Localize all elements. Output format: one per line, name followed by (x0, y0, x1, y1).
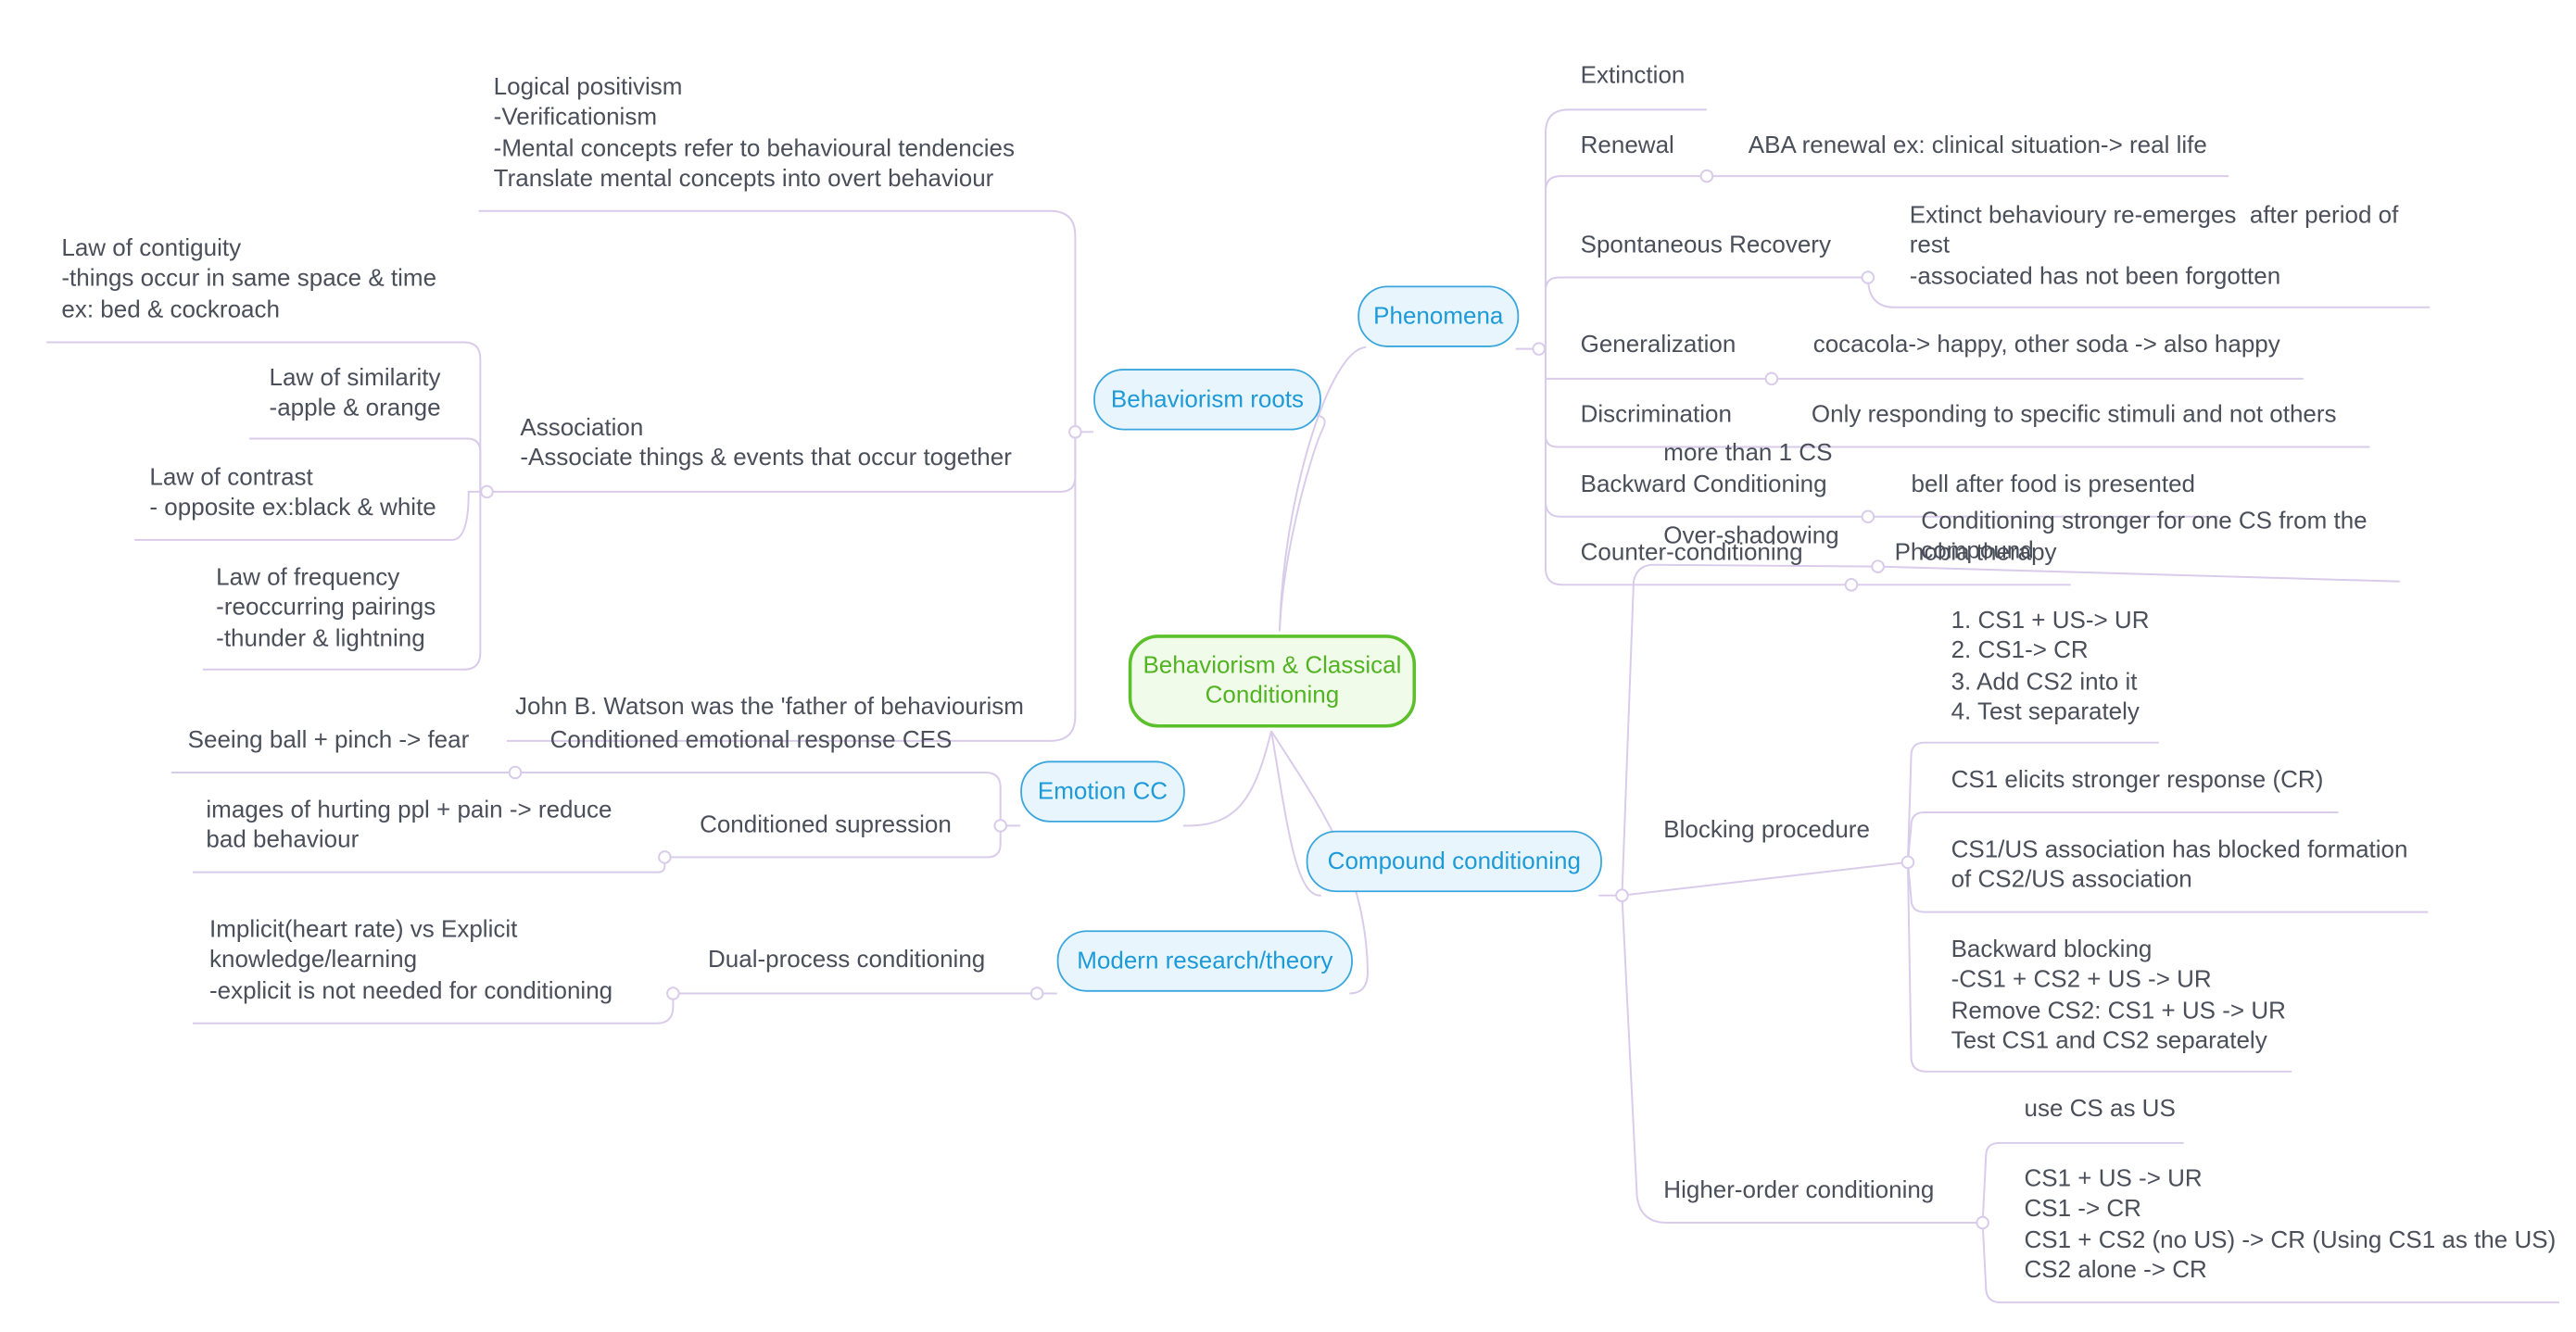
link-center-emotion (1182, 730, 1272, 827)
link-hurting (193, 857, 666, 873)
node-blocking-steps[interactable]: 1. CS1 + US-> UR 2. CS1-> CR 3. Add CS2 … (1951, 608, 2150, 727)
node-implicit-explicit[interactable]: Implicit(heart rate) vs Explicit knowled… (208, 917, 613, 1005)
node-counter-conditioning[interactable]: Counter-conditioning (1580, 539, 1803, 567)
node-discrimination-example[interactable]: Only responding to specific stimuli and … (1811, 402, 2337, 429)
node-generalization-example[interactable]: cocacola-> happy, other soda -> also hap… (1812, 332, 2280, 359)
node-law-contrast[interactable]: Law of contrast - opposite ex:black & wh… (149, 465, 436, 522)
node-law-frequency[interactable]: Law of frequency -reoccurring pairings -… (216, 564, 436, 653)
node-counter-example[interactable]: Phobia therapy (1894, 539, 2057, 567)
link-watson (507, 432, 1077, 742)
branch-modern-research[interactable]: Modern research/theory (1056, 930, 1353, 992)
link-center-compound (1270, 730, 1321, 897)
branch-compound-conditioning[interactable]: Compound conditioning (1306, 830, 1602, 893)
node-generalization[interactable]: Generalization (1580, 332, 1736, 359)
node-discrimination[interactable]: Discrimination (1580, 402, 1732, 429)
node-more-than-one-cs[interactable]: more than 1 CS (1663, 440, 1833, 467)
node-hurting-images[interactable]: images of hurting ppl + pain -> reduce b… (206, 797, 612, 855)
node-association[interactable]: Association -Associate things & events t… (520, 415, 1012, 473)
node-overshadowing-example[interactable]: Conditioning stronger for one CS from th… (1921, 508, 2368, 566)
node-logical-positivism[interactable]: Logical positivism -Verificationism -Men… (493, 74, 1016, 194)
node-law-contiguity[interactable]: Law of contiguity -things occur in same … (61, 235, 437, 324)
node-spontaneous-example[interactable]: Extinct behavioury re-emerges after peri… (1909, 202, 2399, 291)
node-renewal[interactable]: Renewal (1580, 132, 1674, 160)
node-backward-blocking[interactable]: Backward blocking -CS1 + CS2 + US -> UR … (1951, 936, 2286, 1056)
link-implicit (193, 993, 675, 1024)
node-dot (1068, 425, 1082, 439)
link-contiguity (46, 341, 487, 493)
node-dual-process[interactable]: Dual-process conditioning (708, 947, 986, 974)
node-higher-order[interactable]: Higher-order conditioning (1663, 1177, 1935, 1205)
node-blocking-association[interactable]: CS1/US association has blocked formation… (1951, 836, 2408, 895)
branch-behaviorism-roots[interactable]: Behaviorism roots (1093, 369, 1321, 431)
node-renewal-example[interactable]: ABA renewal ex: clinical situation-> rea… (1748, 132, 2207, 160)
node-law-similarity[interactable]: Law of similarity -apple & orange (269, 365, 441, 423)
node-spontaneous-recovery[interactable]: Spontaneous Recovery (1580, 232, 1831, 259)
link-frequency (202, 490, 487, 671)
node-conditioned-suppression[interactable]: Conditioned supression (700, 812, 952, 839)
node-overshadowing[interactable]: Over-shadowing (1663, 522, 1839, 550)
link-suppression (664, 825, 1002, 859)
node-watson[interactable]: John B. Watson was the 'father of behavi… (514, 694, 1024, 722)
branch-phenomena[interactable]: Phenomena (1357, 285, 1520, 347)
link-center-roots (1279, 414, 1326, 632)
central-topic[interactable]: Behaviorism & Classical Conditioning (1128, 635, 1417, 728)
link-similarity (249, 437, 487, 493)
link-center-phenomena (1279, 346, 1367, 632)
node-ball-pinch[interactable]: Seeing ball + pinch -> fear (187, 727, 470, 755)
node-ces[interactable]: Conditioned emotional response CES (549, 727, 953, 755)
link-contrast (134, 490, 487, 541)
link-ces (170, 771, 1002, 826)
node-higher-use-cs[interactable]: use CS as US (2024, 1096, 2176, 1124)
node-blocking-procedure[interactable]: Blocking procedure (1663, 817, 1870, 845)
node-backward-conditioning[interactable]: Backward Conditioning (1580, 471, 1827, 499)
node-extinction[interactable]: Extinction (1580, 63, 1686, 90)
link-center-modern (1270, 730, 1370, 995)
link-logical (478, 209, 1077, 433)
node-higher-steps[interactable]: CS1 + US -> UR CS1 -> CR CS1 + CS2 (no U… (2024, 1166, 2557, 1285)
branch-emotion-cc[interactable]: Emotion CC (1020, 760, 1185, 823)
node-blocking-cs1-response[interactable]: CS1 elicits stronger response (CR) (1951, 767, 2324, 795)
node-backward-example[interactable]: bell after food is presented (1911, 471, 2196, 499)
